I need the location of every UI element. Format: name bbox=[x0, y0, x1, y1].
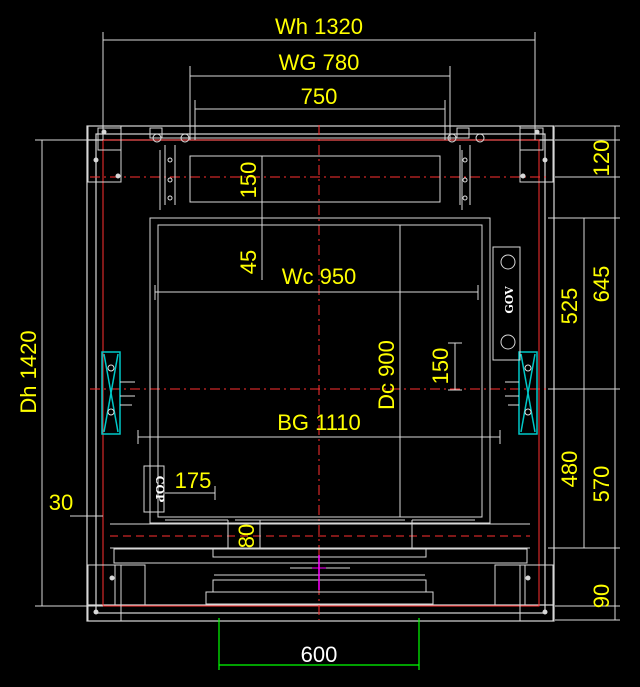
cop-panel bbox=[143, 465, 165, 513]
dim-wh: Wh 1320 bbox=[275, 14, 363, 39]
dim-wg: WG 780 bbox=[279, 50, 360, 75]
dim-175: 175 bbox=[175, 468, 212, 493]
dimension-lines bbox=[35, 32, 620, 621]
cop-label: COP bbox=[153, 476, 166, 503]
dim-30: 30 bbox=[49, 490, 73, 515]
counterweight-frame bbox=[149, 127, 470, 210]
dim-750: 750 bbox=[301, 84, 338, 109]
car-rail-left-icon bbox=[101, 351, 121, 435]
dim-dc: Dc 900 bbox=[374, 340, 399, 410]
dim-door-600: 600 bbox=[301, 642, 338, 667]
dim-150-top: 150 bbox=[236, 162, 261, 199]
dim-645: 645 bbox=[589, 266, 614, 303]
car-rail-right-hardware bbox=[505, 364, 532, 416]
dim-45: 45 bbox=[236, 250, 261, 274]
dim-90: 90 bbox=[589, 584, 614, 608]
corner-plate-icon bbox=[87, 125, 554, 622]
dim-dh: Dh 1420 bbox=[16, 330, 41, 413]
governor-label: GOV bbox=[503, 286, 516, 314]
shaft-lining-red bbox=[90, 125, 550, 620]
counterweight-rail-left-icon bbox=[152, 133, 190, 205]
dim-570: 570 bbox=[589, 466, 614, 503]
dim-bg: BG 1110 bbox=[277, 410, 361, 435]
door-opening-dimension bbox=[218, 618, 420, 670]
dim-80: 80 bbox=[234, 524, 259, 548]
dim-525: 525 bbox=[557, 288, 582, 325]
dim-150-mid: 150 bbox=[428, 348, 453, 385]
counterweight-rail-right-icon bbox=[447, 133, 485, 205]
dimension-labels: Wh 1320 WG 780 750 150 45 Wc 950 Dh 1420… bbox=[16, 14, 614, 608]
car-outline bbox=[149, 217, 491, 524]
car-rail-left-hardware bbox=[107, 364, 135, 416]
dim-120: 120 bbox=[589, 140, 614, 177]
car-rail-right-icon bbox=[518, 351, 538, 435]
dim-wc: Wc 950 bbox=[282, 264, 357, 289]
dim-480: 480 bbox=[557, 451, 582, 488]
governor-unit bbox=[492, 246, 521, 361]
